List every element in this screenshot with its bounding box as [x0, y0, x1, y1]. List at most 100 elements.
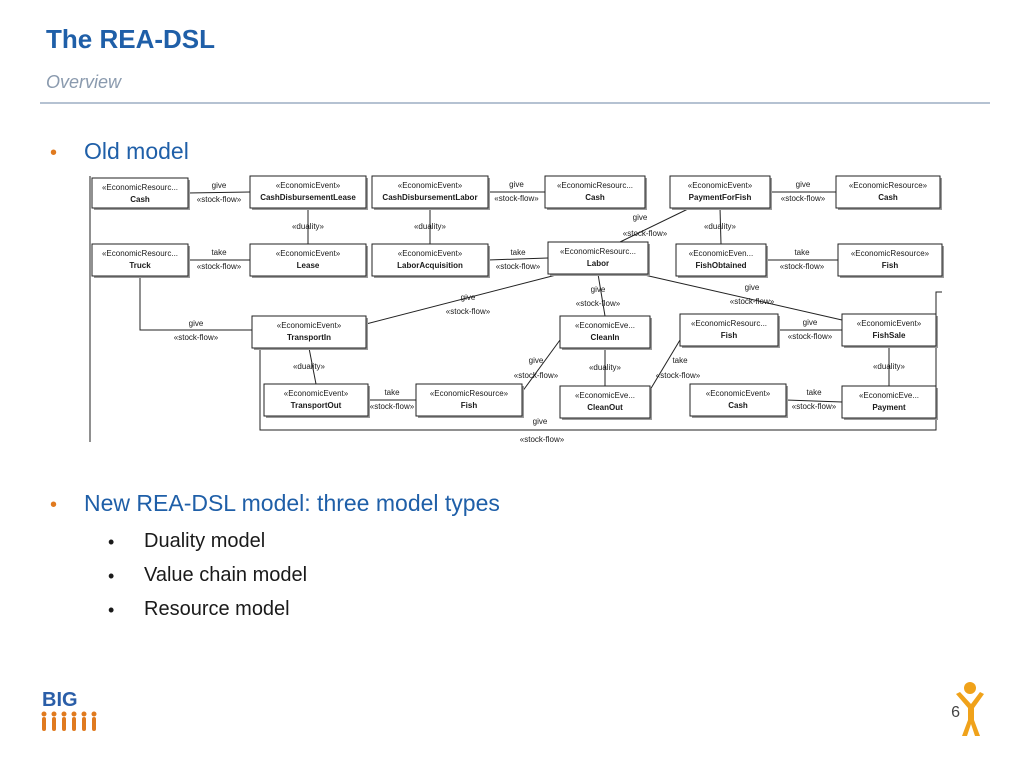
- class-name: Labor: [587, 259, 609, 268]
- class-name: TransportOut: [291, 401, 342, 410]
- class-name: Lease: [297, 261, 320, 270]
- class-box-cash1: [91, 177, 189, 209]
- class-box-laq: [371, 243, 489, 277]
- class-stereotype: «EconomicEvent»: [276, 249, 341, 258]
- edge-stereotype: «stock-flow»: [780, 262, 825, 271]
- class-box-labor: [547, 241, 649, 275]
- edge-label: take: [211, 248, 227, 257]
- edge-label: give: [189, 319, 204, 328]
- edge-label: give: [212, 181, 227, 190]
- class-box-lease: [249, 243, 367, 277]
- class-name: LaborAcquisition: [397, 261, 463, 270]
- big-logo: BIG: [36, 684, 106, 745]
- edge-stereotype: «stock-flow»: [197, 195, 242, 204]
- edge-stereotype: «stock-flow»: [174, 333, 219, 342]
- bullet-marker: •: [50, 142, 58, 164]
- class-name: FishObtained: [695, 261, 746, 270]
- class-box-pff: [669, 175, 771, 209]
- class-name: FishSale: [873, 331, 906, 340]
- edge-stereotype: «stock-flow»: [656, 371, 701, 380]
- edge-stereotype: «stock-flow»: [781, 194, 826, 203]
- sub-bullet-marker: •: [108, 566, 115, 586]
- sub-bullet-duality: Duality model: [144, 530, 266, 552]
- edge-label: take: [806, 388, 822, 397]
- stock-flow-edge: [785, 399, 843, 403]
- class-stereotype: «EconomicResourc...: [691, 319, 767, 328]
- class-stereotype: «EconomicResourc...: [102, 183, 178, 192]
- class-box-cdlab: [371, 175, 489, 209]
- class-stereotype: «EconomicEvent»: [857, 319, 922, 328]
- edge-stereotype: «duality»: [293, 362, 326, 371]
- class-stereotype: «EconomicEve...: [859, 391, 919, 400]
- class-box-pay: [841, 385, 937, 419]
- edge-stereotype: «stock-flow»: [520, 435, 565, 444]
- stock-flow-edge: [259, 291, 942, 431]
- class-box-cash3: [835, 175, 941, 209]
- class-name: Cash: [585, 193, 605, 202]
- class-box-cash4: [689, 383, 787, 417]
- bullet-marker: •: [50, 494, 58, 516]
- class-name: Payment: [872, 403, 906, 412]
- edge-label: give: [533, 417, 548, 426]
- sub-bullet-value-chain: Value chain model: [144, 564, 308, 586]
- class-name: Truck: [129, 261, 151, 270]
- stock-flow-edge: [187, 191, 251, 194]
- edge-stereotype: «stock-flow»: [494, 194, 539, 203]
- duality-edge: [308, 347, 317, 385]
- stock-flow-edge: [639, 273, 843, 321]
- edge-stereotype: «duality»: [873, 362, 906, 371]
- class-box-cout: [559, 385, 651, 419]
- class-box-tin: [251, 315, 367, 349]
- edge-label: give: [591, 285, 606, 294]
- edge-label: give: [796, 180, 811, 189]
- edge-label: take: [794, 248, 810, 257]
- class-name: CashDisbursementLabor: [382, 193, 477, 202]
- stock-flow-edge: [597, 273, 606, 317]
- class-box-fish3: [415, 383, 523, 417]
- sub-bullet-marker: •: [108, 600, 115, 620]
- class-name: Fish: [461, 401, 478, 410]
- bullet-old-model: Old model: [84, 138, 189, 164]
- class-box-cash2: [544, 175, 646, 209]
- edge-stereotype: «stock-flow»: [788, 332, 833, 341]
- edge-label: give: [509, 180, 524, 189]
- slide-subtitle: Overview: [46, 72, 122, 92]
- class-box-tout: [263, 383, 369, 417]
- edge-label: give: [633, 213, 648, 222]
- class-stereotype: «EconomicResourc...: [560, 247, 636, 256]
- edge-label: give: [529, 356, 544, 365]
- class-stereotype: «EconomicResource»: [849, 181, 928, 190]
- class-name: TransportIn: [287, 333, 331, 342]
- class-stereotype: «EconomicEvent»: [277, 321, 342, 330]
- edge-label: take: [672, 356, 688, 365]
- class-stereotype: «EconomicEve...: [575, 391, 635, 400]
- edge-stereotype: «duality»: [292, 222, 325, 231]
- class-box-fob: [675, 243, 767, 277]
- duality-edge: [719, 207, 722, 245]
- stock-flow-edge: [365, 273, 561, 325]
- class-box-fish1: [837, 243, 943, 277]
- class-name: CashDisbursementLease: [260, 193, 356, 202]
- class-name: Fish: [721, 331, 738, 340]
- sub-bullet-resource: Resource model: [144, 598, 290, 620]
- class-name: PaymentForFish: [689, 193, 752, 202]
- stock-flow-edge: [139, 276, 252, 331]
- class-name: Cash: [130, 195, 150, 204]
- class-stereotype: «EconomicEvent»: [688, 181, 753, 190]
- class-stereotype: «EconomicEvent»: [706, 389, 771, 398]
- class-stereotype: «EconomicEvent»: [398, 181, 463, 190]
- edge-stereotype: «stock-flow»: [370, 402, 415, 411]
- class-name: Fish: [882, 261, 899, 270]
- edge-stereotype: «stock-flow»: [623, 229, 668, 238]
- stock-flow-edge: [619, 207, 691, 243]
- class-stereotype: «EconomicResource»: [430, 389, 509, 398]
- class-stereotype: «EconomicResourc...: [102, 249, 178, 258]
- logo-text: BIG: [42, 689, 78, 711]
- edge-stereotype: «stock-flow»: [730, 297, 775, 306]
- slide-title: The REA-DSL: [46, 24, 215, 54]
- class-name: CleanIn: [591, 333, 620, 342]
- class-name: Cash: [728, 401, 748, 410]
- class-stereotype: «EconomicResourc...: [557, 181, 633, 190]
- figure-logo-icon: [950, 680, 990, 745]
